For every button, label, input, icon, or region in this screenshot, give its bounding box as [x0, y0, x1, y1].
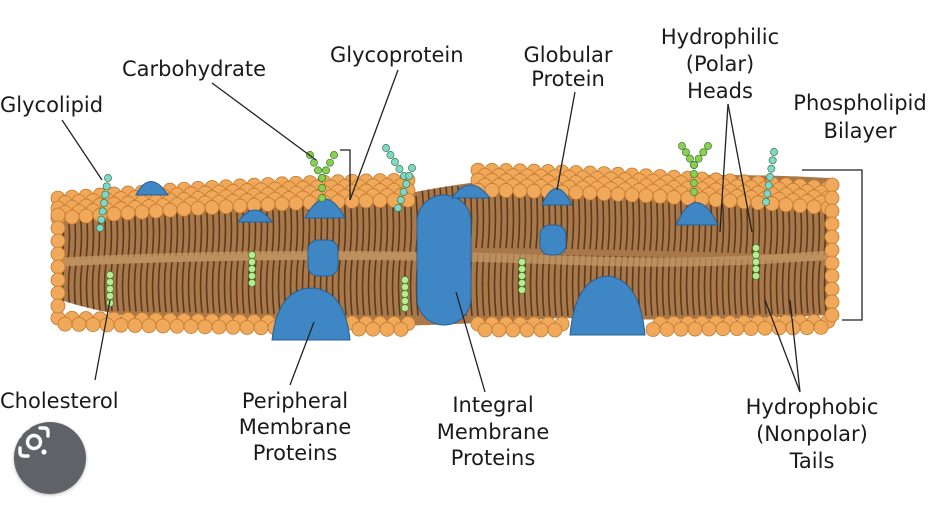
- label-integral-2: Membrane: [437, 420, 550, 444]
- leader-carbohydrate: [212, 83, 316, 160]
- label-integral-1: Integral: [452, 393, 533, 417]
- globular-protein-lower: [540, 225, 566, 255]
- label-hydrophilic-2: (Polar): [686, 52, 755, 76]
- label-peripheral-1: Peripheral: [242, 389, 348, 413]
- label-carbohydrate: Carbohydrate: [122, 57, 266, 81]
- glycoprotein-lower: [308, 240, 338, 276]
- google-lens-button[interactable]: [14, 422, 86, 494]
- label-globular-2: Protein: [531, 67, 605, 91]
- google-lens-icon: [14, 422, 54, 462]
- label-bilayer-1: Phospholipid: [793, 91, 926, 115]
- label-cholesterol: Cholesterol: [0, 389, 119, 413]
- label-peripheral-2: Membrane: [239, 415, 352, 439]
- label-hydrophilic-1: Hydrophilic: [661, 25, 779, 49]
- label-glycolipid: Glycolipid: [0, 93, 103, 117]
- label-hydrophobic-1: Hydrophobic: [746, 395, 879, 419]
- leader-glycolipid: [62, 120, 102, 180]
- surface-protein-left: [136, 182, 168, 196]
- label-integral-3: Proteins: [451, 446, 536, 470]
- label-peripheral-3: Proteins: [253, 441, 338, 465]
- integral-membrane-protein: [417, 195, 471, 325]
- label-hydrophobic-2: (Nonpolar): [756, 422, 868, 446]
- label-hydrophobic-3: Tails: [789, 449, 835, 473]
- label-hydrophilic-3: Heads: [687, 79, 753, 103]
- label-globular-1: Globular: [524, 43, 613, 67]
- label-glycoprotein: Glycoprotein: [330, 43, 464, 67]
- label-bilayer-2: Bilayer: [824, 119, 897, 143]
